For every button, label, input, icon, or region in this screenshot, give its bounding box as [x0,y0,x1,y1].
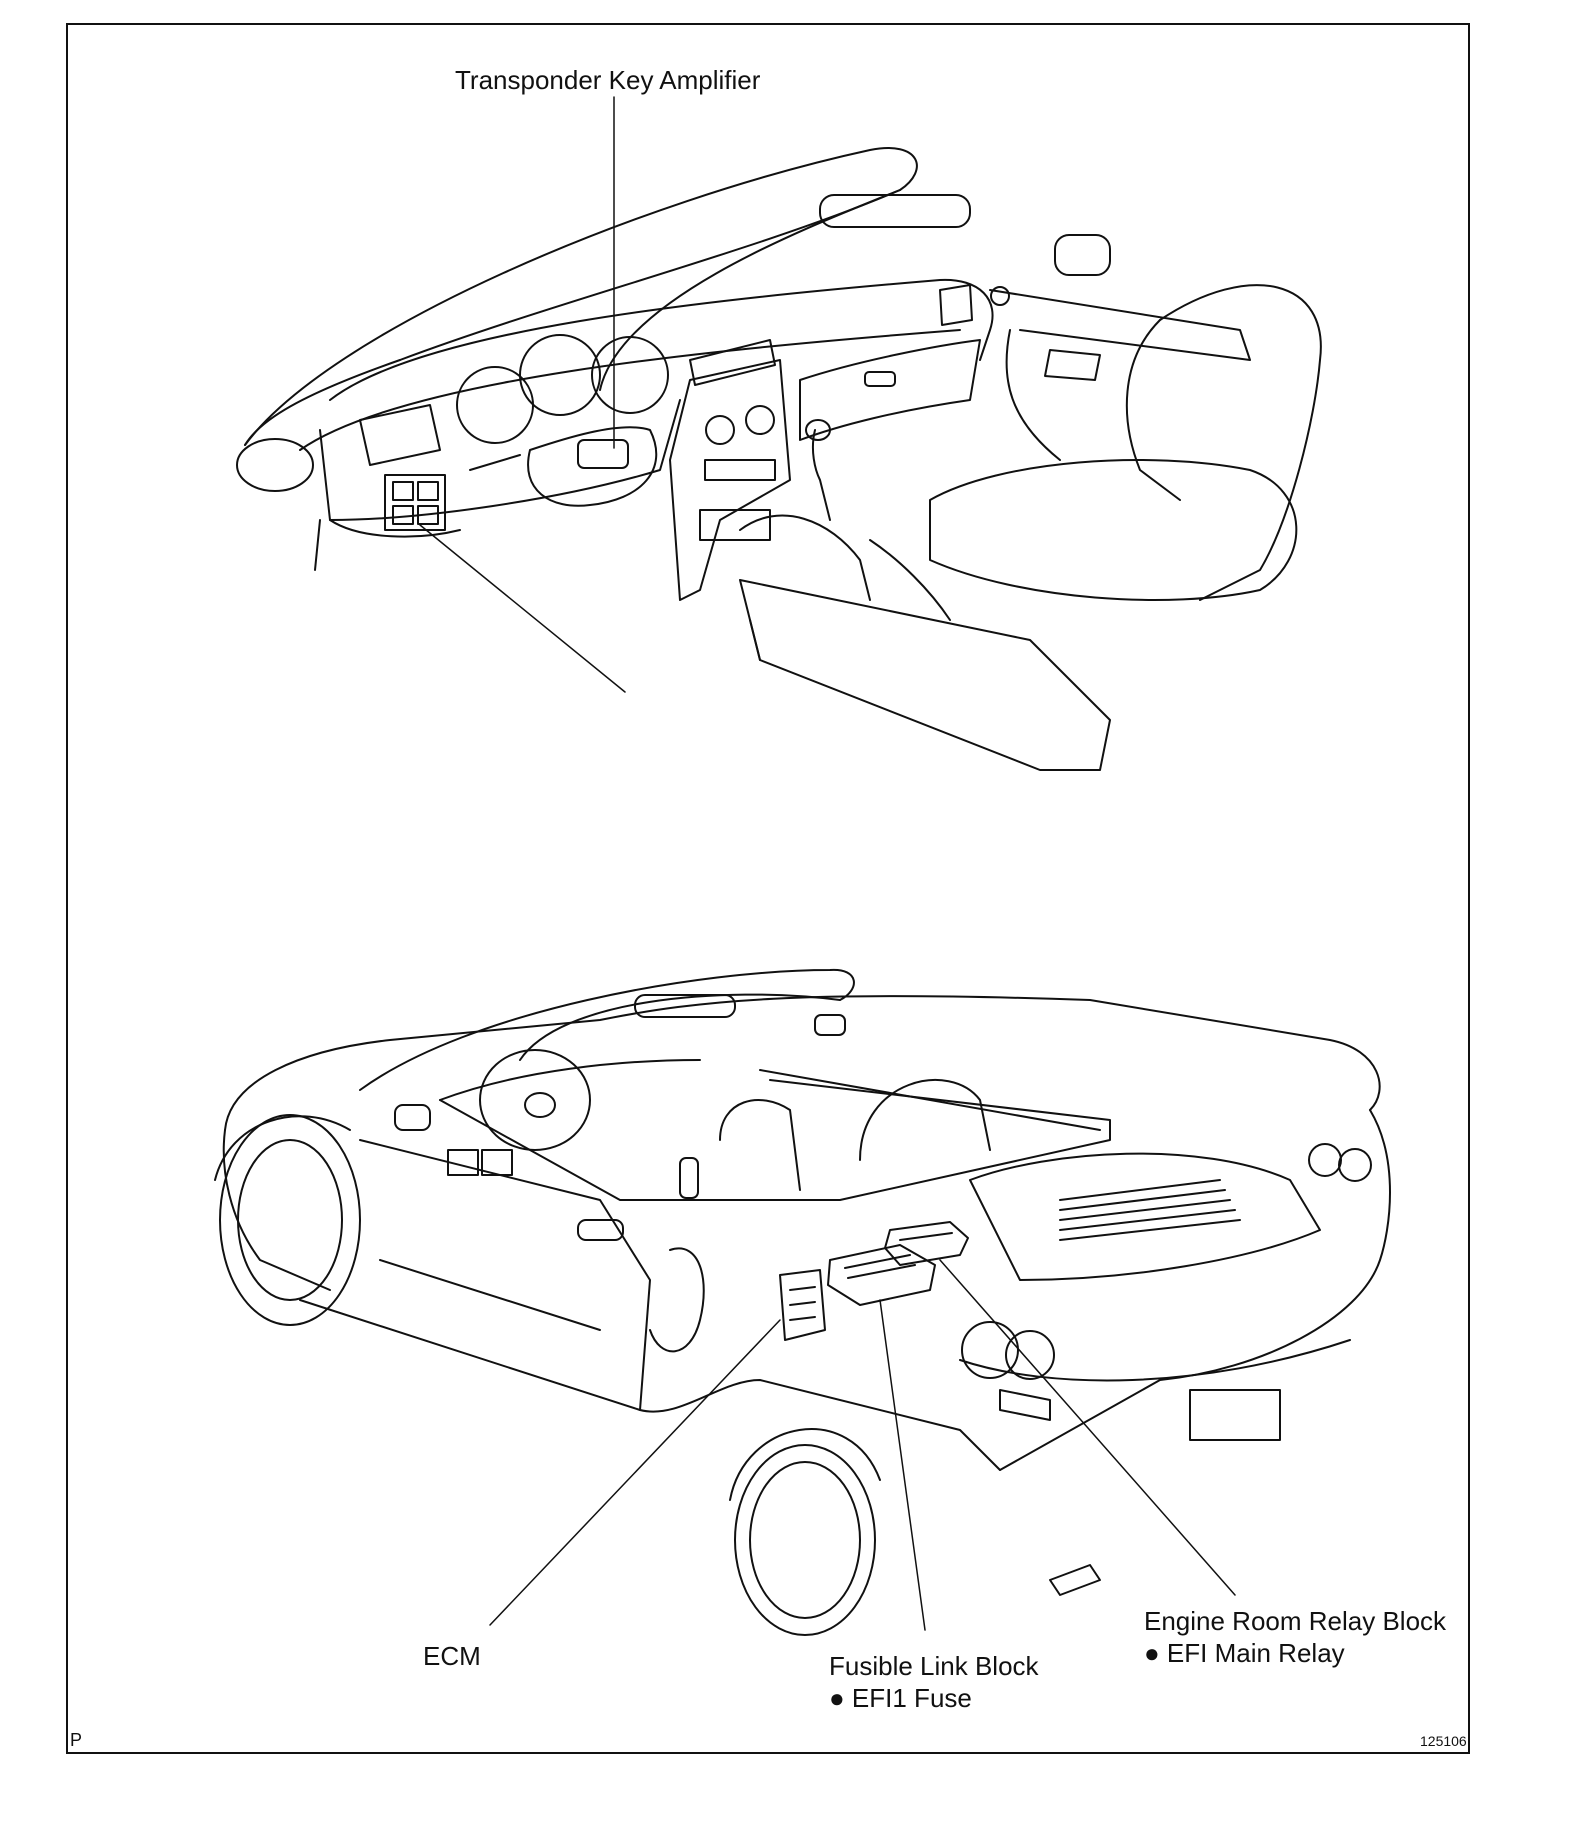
leader-lines [419,96,1236,1631]
engine-room-relay-block-unit [884,1221,969,1266]
figure-code: 125106 [1420,1733,1467,1749]
corner-letter: P [70,1730,83,1750]
leader-fusible-link-block [879,1299,926,1631]
label-ecm: ECM [423,1641,481,1671]
ecm-unit [779,1269,826,1341]
label-fusible-link-block-title: Fusible Link Block [829,1651,1039,1681]
figure-frame [66,23,1470,1754]
label-efi-main-relay: ● EFI Main Relay [1144,1638,1345,1668]
interior-dashboard-drawing [236,147,1322,771]
fusible-link-block-unit [827,1244,936,1306]
label-engine-room-relay-block-title: Engine Room Relay Block [1144,1606,1447,1636]
vehicle-overview-drawing [214,968,1391,1636]
label-efi1-fuse: ● EFI1 Fuse [829,1683,972,1713]
label-fusible-link-block: Fusible Link Block ● EFI1 Fuse [829,1650,1039,1714]
leader-engine-room-relay-block [939,1259,1236,1596]
leader-ecm [489,1319,781,1626]
leader-switch-panel [419,524,626,693]
label-transponder-key-amplifier: Transponder Key Amplifier [455,65,761,95]
label-engine-room-relay-block: Engine Room Relay Block ● EFI Main Relay [1144,1605,1446,1669]
